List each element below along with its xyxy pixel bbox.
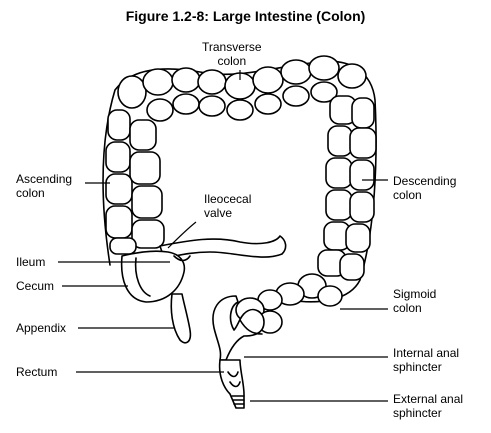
- cecum: [120, 250, 186, 303]
- label-transverse-colon: Transverse colon: [202, 40, 262, 68]
- label-external-anal-sphincter: External anal sphincter: [393, 392, 464, 420]
- label-cecum: Cecum: [16, 279, 55, 293]
- label-ileocecal-valve: Ileocecal valve: [204, 192, 252, 220]
- label-ascending-colon: Ascending colon: [16, 172, 73, 200]
- label-sigmoid-colon: Sigmoid colon: [393, 287, 437, 315]
- ascending-colon-haustra: [105, 109, 165, 255]
- appendix: [170, 293, 192, 344]
- label-rectum: Rectum: [16, 365, 58, 379]
- figure-title: Figure 1.2-8: Large Intestine (Colon): [125, 8, 366, 24]
- label-descending-colon: Descending colon: [393, 174, 457, 202]
- rectum: [212, 295, 265, 361]
- descending-colon-haustra: [317, 95, 377, 281]
- transverse-colon-haustra: [117, 55, 367, 122]
- label-appendix: Appendix: [16, 321, 67, 335]
- label-internal-anal-sphincter: Internal anal sphincter: [393, 346, 460, 374]
- leader-lines: [58, 70, 388, 402]
- ileum-tube: [159, 235, 287, 259]
- label-ileum: Ileum: [16, 255, 46, 269]
